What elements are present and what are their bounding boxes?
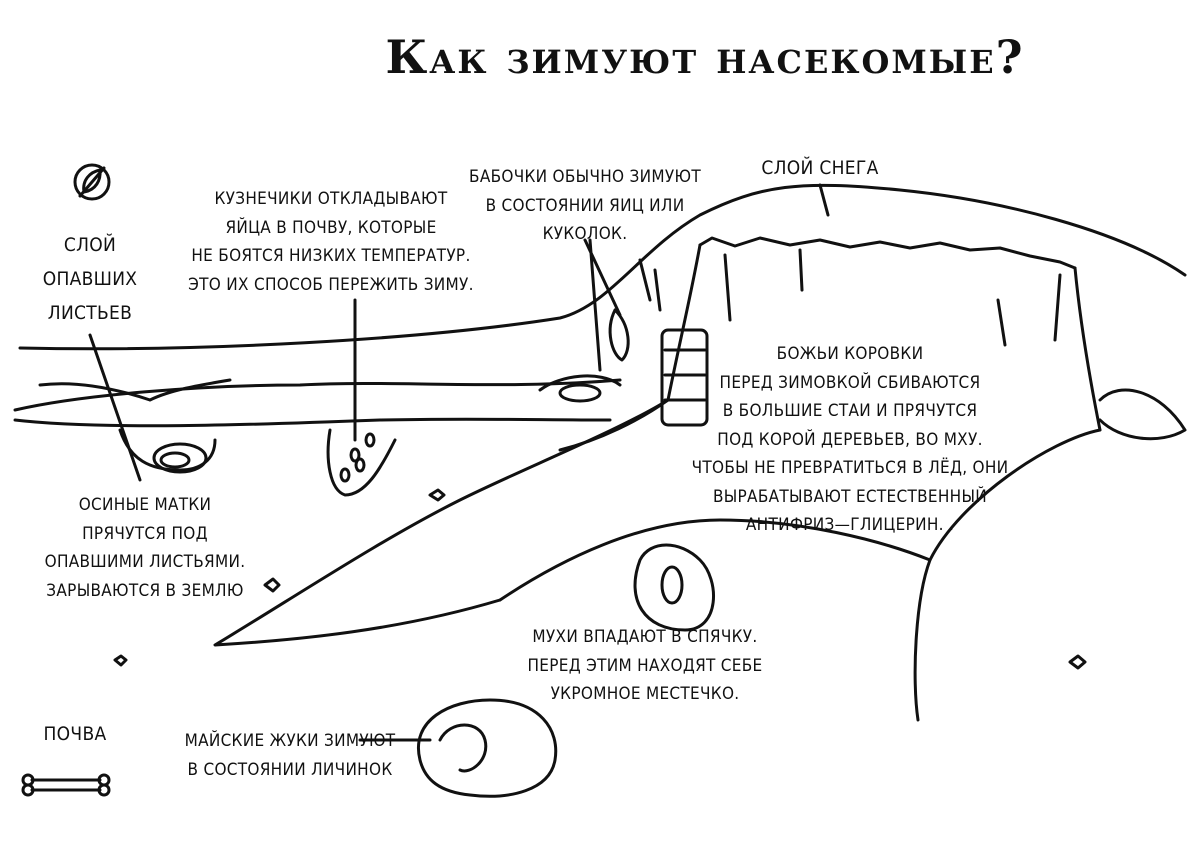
note-line: КУЗНЕЧИКИ ОТКЛАДЫВАЮТ	[214, 189, 448, 209]
fly-burrow	[633, 543, 715, 632]
note-line: АНТИФРИЗ—ГЛИЦЕРИН. .	[745, 515, 955, 535]
grasshoppers-note: КУЗНЕЧИКИ ОТКЛАДЫВАЮТ ЯЙЦА В ПОЧВУ, КОТО…	[188, 185, 474, 299]
note-line: В СОСТОЯНИИ ЛИЧИНОК	[187, 759, 393, 780]
label-line: СЛОЙ	[63, 234, 117, 256]
wasps-note: ОСИНЫЕ МАТКИ ПРЯЧУТСЯ ПОД ОПАВШИМИ ЛИСТЬ…	[45, 491, 246, 605]
note-line: МУХИ ВПАДАЮТ В СПЯЧКУ.	[532, 627, 758, 647]
note-line: ЭТО ИХ СПОСОБ ПЕРЕЖИТЬ ЗИМУ.	[188, 274, 474, 295]
note-line: ОПАВШИМИ ЛИСТЬЯМИ.	[44, 552, 246, 572]
note-line: ПЕРЕД ЗИМОВКОЙ СБИВАЮТСЯ	[719, 372, 981, 393]
tree-stump	[213, 236, 1102, 722]
leaf-layer-label: СЛОЙ ОПАВШИХ ЛИСТЬЕВ	[43, 228, 138, 330]
note-line: В БОЛЬШИЕ СТАИ И ПРЯЧУТСЯ	[722, 401, 978, 421]
butterfly-pupa	[583, 238, 630, 372]
no-leaf-icon	[73, 163, 111, 201]
label-line: ОПАВШИХ	[42, 268, 138, 290]
note-line: КУКОЛОК.	[542, 224, 628, 244]
note-line: ЗАРЫВАЮТСЯ В ЗЕМЛЮ	[46, 580, 244, 601]
note-line: ЯЙЦА В ПОЧВУ, КОТОРЫЕ	[225, 217, 437, 238]
note-line: НЕ БОЯТСЯ НИЗКИХ ТЕМПЕРАТУР.	[191, 246, 471, 266]
note-line: ЧТОБЫ НЕ ПРЕВРАТИТЬСЯ В ЛЁД, ОНИ	[691, 458, 1009, 478]
page-title: Как зимуют насекомые?	[385, 30, 1025, 84]
note-line: БАБОЧКИ ОБЫЧНО ЗИМУЮТ	[469, 167, 701, 187]
note-line: БОЖЬИ КОРОВКИ	[776, 344, 924, 364]
note-line: ПЕРЕД ЭТИМ НАХОДЯТ СЕБЕ	[527, 655, 763, 676]
note-line: В СОСТОЯНИИ ЯИЦ ИЛИ	[485, 195, 685, 216]
note-line: МАЙСКИЕ ЖУКИ ЗИМУЮТ	[184, 731, 396, 751]
ladybugs-note: БОЖЬИ КОРОВКИ ПЕРЕД ЗИМОВКОЙ СБИВАЮТСЯ В…	[692, 340, 1009, 540]
pebbles	[113, 488, 1087, 670]
note-line: ОСИНЫЕ МАТКИ	[78, 495, 212, 515]
butterflies-note: БАБОЧКИ ОБЫЧНО ЗИМУЮТ В СОСТОЯНИИ ЯИЦ ИЛ…	[469, 163, 701, 249]
note-line: ВЫРАБАТЫВАЮТ ЕСТЕСТВЕННЫЙ	[712, 486, 988, 507]
leaf-layer	[13, 374, 1187, 497]
wasp-queen	[88, 333, 191, 482]
note-line: ПРЯЧУТСЯ ПОД	[82, 523, 208, 544]
snow-pointer	[818, 183, 830, 217]
snow-layer-label: СЛОЙ СНЕГА	[761, 157, 879, 179]
ladybug-cluster	[660, 328, 709, 427]
note-line: УКРОМНОЕ МЕСТЕЧКО.	[550, 684, 740, 704]
soil-label: ПОЧВА	[43, 723, 107, 745]
ground-line	[18, 183, 1187, 351]
flies-note: МУХИ ВПАДАЮТ В СПЯЧКУ. ПЕРЕД ЭТИМ НАХОДЯ…	[527, 623, 762, 709]
label-line: ЛИСТЬЕВ	[47, 302, 133, 324]
bone-icon	[21, 773, 111, 797]
beetle-larva-burrow	[358, 698, 558, 798]
beetles-note: МАЙСКИЕ ЖУКИ ЗИМУЮТ В СОСТОЯНИИ ЛИЧИНОК	[185, 727, 396, 784]
note-line: ПОД КОРОЙ ДЕРЕВЬЕВ, ВО МХУ.	[717, 429, 983, 450]
